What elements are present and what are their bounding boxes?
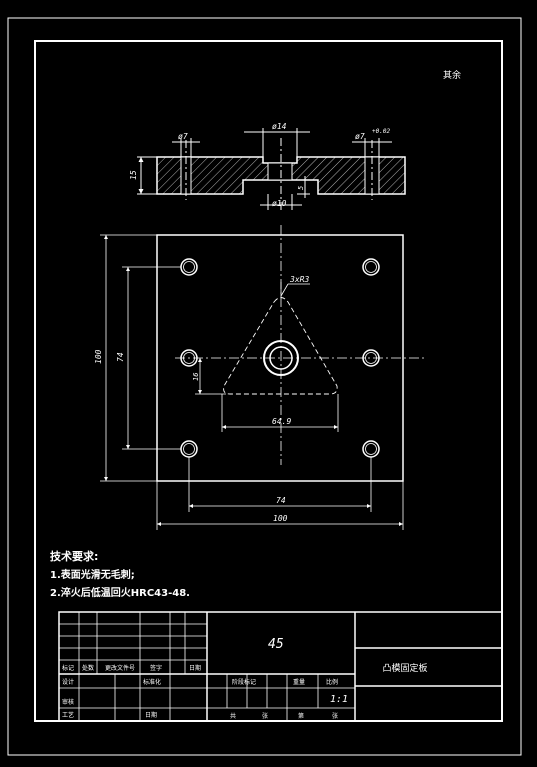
label-weight: 重量	[293, 678, 305, 686]
dim-width-pitch: 74	[276, 496, 286, 505]
label-sheet-unit-1: 张	[262, 712, 268, 720]
center-hole-inner	[269, 346, 293, 370]
scale-value: 1:1	[330, 694, 348, 705]
label-design: 设计	[62, 678, 74, 686]
plate-outline	[156, 234, 404, 482]
dim-hole-c-tol: +0.02	[372, 128, 390, 135]
dim-hole-c: ø7	[355, 132, 365, 141]
tech-req-item-1: 1.表面光滑无毛刺;	[50, 568, 135, 581]
dim-bore-bottom: ø10	[272, 199, 287, 208]
roughness-note: 其余	[443, 69, 461, 81]
label-stage: 阶段标记	[232, 678, 256, 686]
center-hole-outer	[263, 340, 299, 376]
material-value: 45	[268, 637, 284, 652]
dim-offset: 16	[192, 373, 200, 381]
label-count: 处数	[82, 664, 94, 672]
tech-req-heading: 技术要求:	[50, 549, 98, 563]
label-scale: 比例	[326, 678, 338, 686]
dim-triangle-holes: 3xR3	[289, 275, 309, 284]
label-sheets-total: 共	[230, 712, 236, 720]
outer-border	[7, 17, 522, 756]
label-doc-no: 更改文件号	[105, 664, 135, 672]
dim-width-overall: 100	[273, 514, 288, 523]
plan-view	[100, 225, 425, 530]
label-sheet-unit-2: 张	[332, 712, 338, 720]
dim-thickness: 15	[129, 170, 138, 180]
label-review: 审核	[62, 698, 74, 706]
label-process: 工艺	[62, 711, 74, 719]
label-mark: 标记	[62, 664, 74, 672]
part-name: 凸模固定板	[382, 662, 427, 674]
dim-step-depth: 5	[297, 186, 305, 190]
label-sheet-no: 第	[298, 712, 304, 720]
dim-bore-top: ø14	[272, 122, 287, 131]
label-date-top: 日期	[189, 664, 201, 672]
label-standard: 标准化	[143, 678, 161, 686]
title-block	[58, 611, 503, 722]
section-view	[137, 128, 406, 212]
dim-height-overall: 100	[94, 349, 103, 364]
tech-req-item-2: 2.淬火后低温回火HRC43-48.	[50, 586, 190, 599]
triangle-outline	[223, 297, 338, 395]
dim-height-pitch: 74	[116, 352, 125, 362]
section-center-bore	[267, 162, 293, 181]
dim-hole-small: ø7	[178, 132, 188, 141]
inner-frame	[34, 40, 503, 722]
label-sign: 签字	[150, 664, 162, 672]
dim-triangle-base: 64.9	[272, 417, 291, 426]
label-date: 日期	[145, 711, 157, 719]
